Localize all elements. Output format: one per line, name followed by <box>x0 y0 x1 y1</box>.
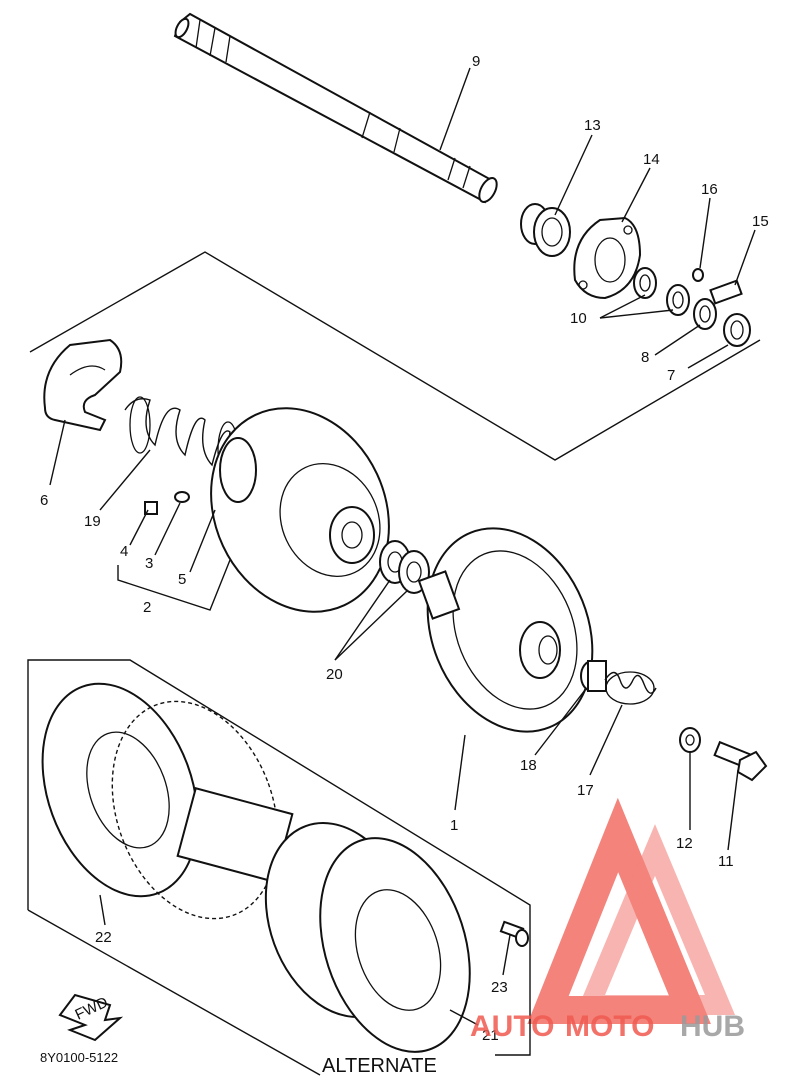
callout-8: 8 <box>641 349 649 366</box>
callout-11: 11 <box>718 853 734 870</box>
assembly-outline <box>29 251 761 461</box>
slider-pins <box>144 491 190 515</box>
callout-13: 13 <box>584 117 601 134</box>
collar-and-spring <box>580 660 657 705</box>
callout-17: 17 <box>577 782 594 799</box>
callout-21: 21 <box>482 1027 499 1044</box>
cam <box>43 338 123 432</box>
callout-labels: 9 13 14 16 15 10 8 7 6 19 4 3 5 2 20 1 1… <box>40 53 769 1044</box>
callout-2: 2 <box>143 599 151 616</box>
alternate-outline <box>27 659 531 1076</box>
leader-lines <box>49 67 756 1026</box>
watermark-text: AUTO MOTO HUB <box>470 1010 745 1043</box>
main-shaft <box>173 12 498 204</box>
watermark-logo <box>527 797 736 1024</box>
callout-12: 12 <box>676 835 693 852</box>
callout-5: 5 <box>178 571 186 588</box>
callout-10: 10 <box>570 310 587 327</box>
callout-7: 7 <box>667 367 675 384</box>
alternate-label: ALTERNATE <box>322 1055 437 1077</box>
callout-6: 6 <box>40 492 48 509</box>
sliding-sheave <box>210 407 390 613</box>
callout-9: 9 <box>472 53 480 70</box>
alternate-assembly <box>41 682 529 1053</box>
fixed-sheave <box>417 527 594 733</box>
drawing-code: 8Y0100-5122 <box>40 1050 118 1065</box>
callout-4: 4 <box>120 543 128 560</box>
callout-1: 1 <box>450 817 458 834</box>
callout-22: 22 <box>95 929 112 946</box>
callout-15: 15 <box>752 213 769 230</box>
washer-and-bolt <box>679 727 768 782</box>
callout-3: 3 <box>145 555 153 572</box>
callout-19: 19 <box>84 513 101 530</box>
bearing <box>520 203 571 257</box>
callout-18: 18 <box>520 757 537 774</box>
washers-group <box>633 267 751 347</box>
bearing-housing <box>573 216 642 300</box>
callout-14: 14 <box>643 151 660 168</box>
watermark-moto: MOTO <box>565 1010 654 1043</box>
callout-16: 16 <box>701 181 718 198</box>
callout-20: 20 <box>326 666 343 683</box>
watermark-hub: HUB <box>680 1010 745 1043</box>
fwd-arrow-icon: FWD <box>58 994 124 1042</box>
watermark-auto: AUTO <box>470 1010 554 1043</box>
callout-23: 23 <box>491 979 508 996</box>
